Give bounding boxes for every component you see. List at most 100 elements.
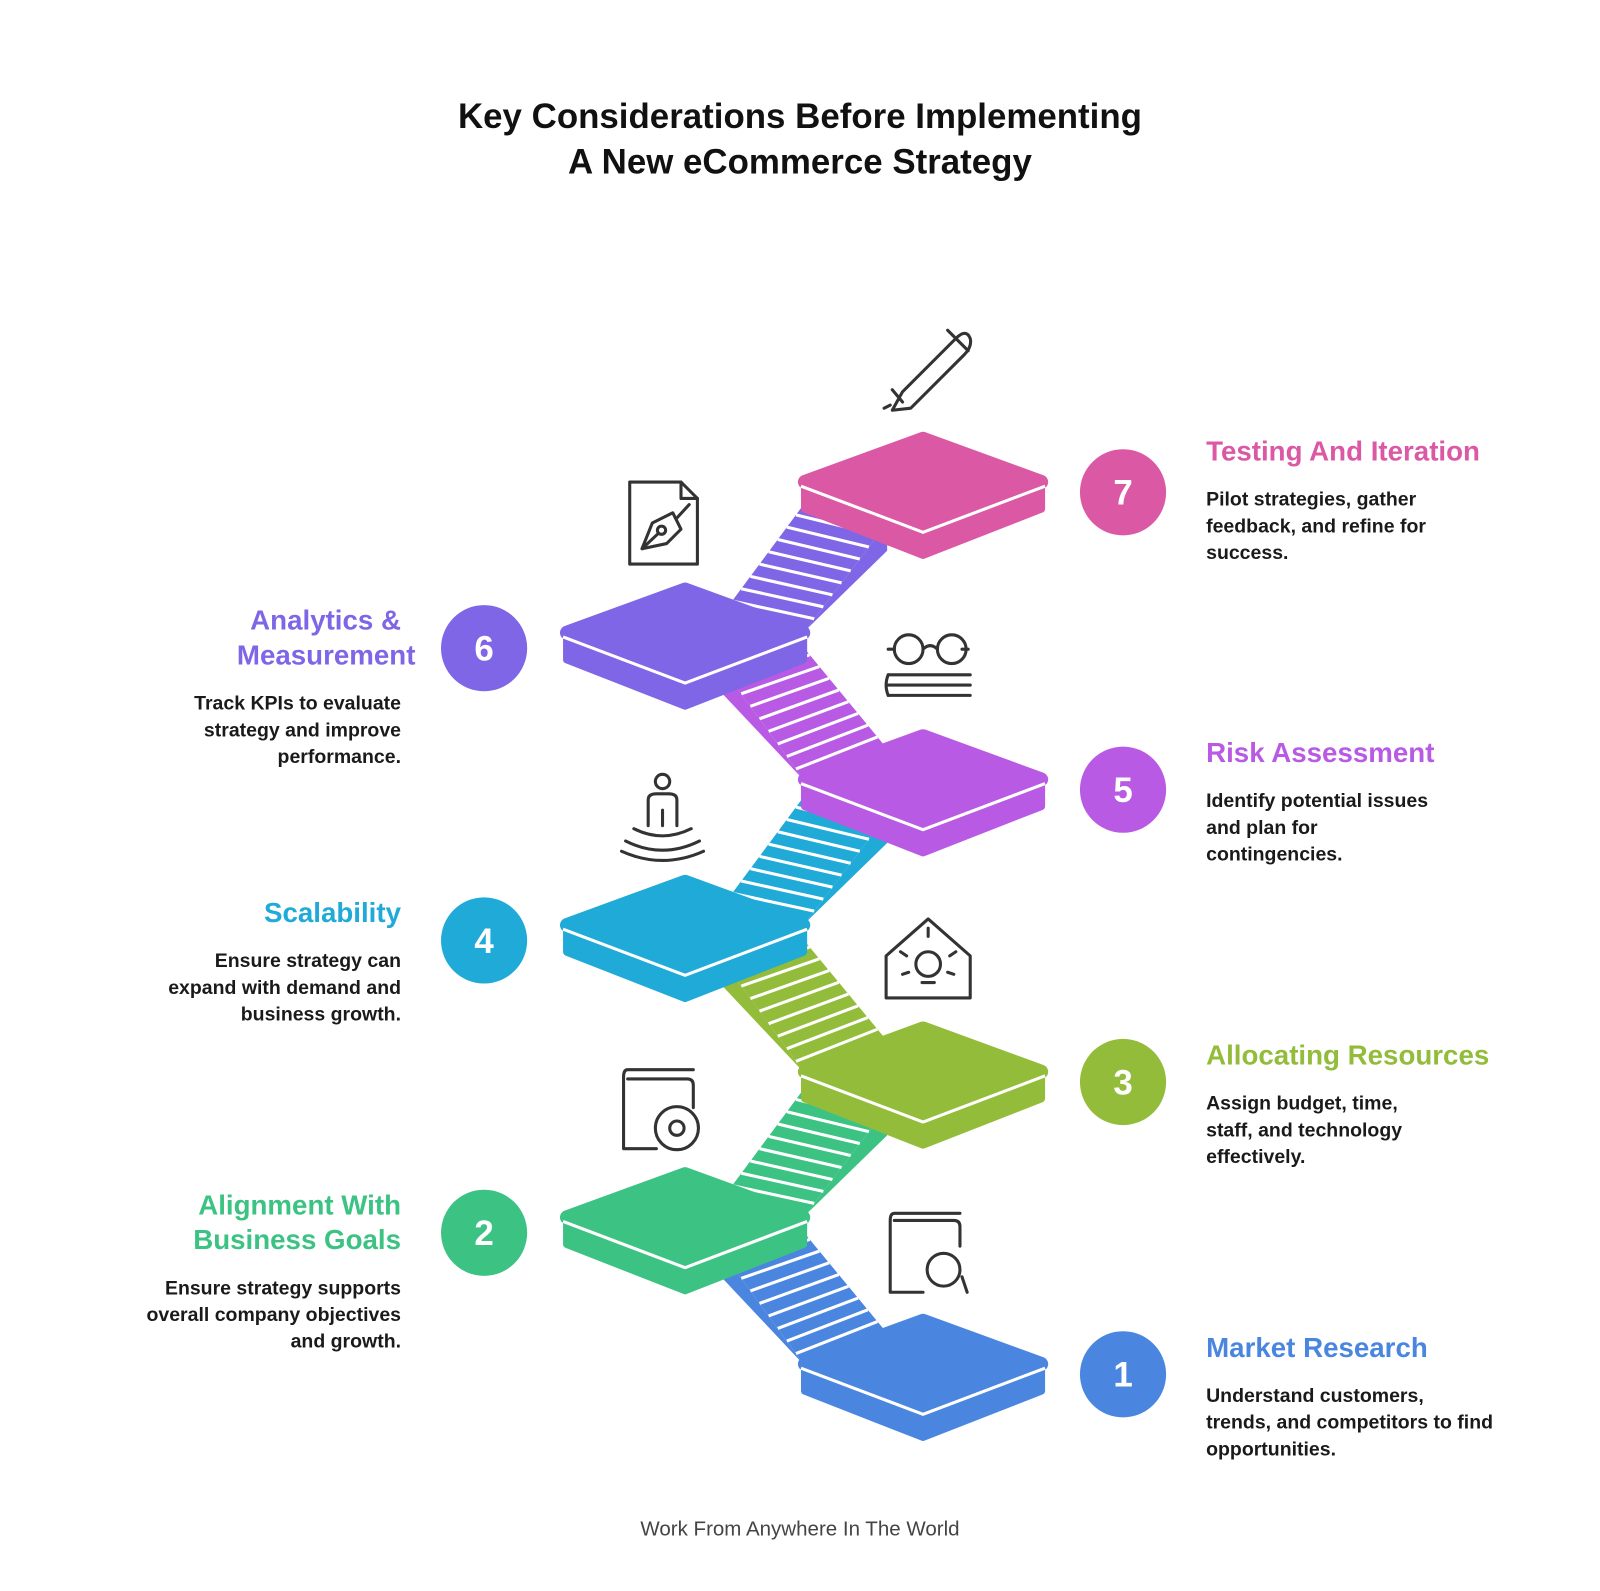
platform-top xyxy=(797,431,1049,536)
platform-top xyxy=(559,582,811,687)
platform-edge xyxy=(800,782,1046,832)
stair-4-5 xyxy=(723,794,888,924)
number-circle xyxy=(441,605,528,692)
stair-step xyxy=(768,1284,849,1318)
number-circle xyxy=(441,897,528,984)
stair-body xyxy=(723,1087,888,1216)
stair-step xyxy=(777,537,861,561)
step-number: 4 xyxy=(474,922,494,961)
platform-6 xyxy=(559,582,811,710)
document-pen-icon xyxy=(628,480,699,566)
glasses-book-icon xyxy=(884,633,972,697)
step-1-badge: 1 xyxy=(1079,1331,1167,1418)
stair-step xyxy=(759,1147,842,1169)
stair-step xyxy=(768,700,849,733)
icon-stroke xyxy=(653,1105,700,1152)
platform-2 xyxy=(559,1167,811,1295)
step-6-badge: 6 xyxy=(441,605,528,692)
step-5-block: Risk Assessment Identify potential issue… xyxy=(1206,735,1493,868)
number-circle xyxy=(1079,449,1167,536)
stair-step xyxy=(759,562,842,585)
step-number: 3 xyxy=(1113,1063,1132,1102)
stair-step xyxy=(740,879,824,901)
step-2-block: Alignment With Business Goals Ensure str… xyxy=(114,1188,401,1356)
step-description: Assign budget, time, staff, and technolo… xyxy=(1206,1093,1403,1169)
step-description: Pilot strategies, gather feedback, and r… xyxy=(1206,489,1426,565)
icon-stroke xyxy=(626,1077,695,1110)
icon-stroke xyxy=(646,792,679,828)
stair-step xyxy=(749,676,830,708)
footer-text: Work From Anywhere In The World xyxy=(640,1517,960,1541)
platform-edge xyxy=(800,1074,1046,1124)
page-title: Key Considerations Before Implementing A… xyxy=(0,94,1600,184)
stair-step xyxy=(731,599,815,621)
step-3-block: Allocating Resources Assign budget, time… xyxy=(1206,1038,1493,1171)
icon-stroke xyxy=(946,970,956,976)
step-6-block: Analytics & Measurement Track KPIs to ev… xyxy=(114,603,415,771)
stair-step xyxy=(740,957,820,988)
icon-stroke xyxy=(624,839,701,852)
step-5-badge: 5 xyxy=(1079,746,1167,833)
step-7-block: Testing And Iteration Pilot strategies, … xyxy=(1206,434,1493,567)
stair-step xyxy=(777,1296,859,1330)
book-search-icon xyxy=(888,1211,969,1294)
platform-3 xyxy=(797,1021,1049,1149)
step-title: Risk Assessment xyxy=(1206,737,1435,769)
stair-step xyxy=(750,1159,833,1181)
icon-stroke xyxy=(914,950,943,978)
icon-stroke xyxy=(960,1275,969,1294)
stair-step xyxy=(731,891,815,913)
stair-step xyxy=(786,525,870,549)
stair-step xyxy=(786,1016,869,1051)
stair-step xyxy=(749,1261,830,1293)
step-4-block: Scalability Ensure strategy can expand w… xyxy=(114,895,401,1028)
icon-stroke xyxy=(890,388,905,404)
icon-stroke xyxy=(653,772,672,791)
stair-step xyxy=(740,665,820,696)
stair-step xyxy=(750,574,833,597)
platform-top xyxy=(797,1021,1049,1126)
stair-6-7 xyxy=(723,502,888,631)
icon-stroke xyxy=(882,403,892,410)
platform-1 xyxy=(797,1313,1049,1441)
stair-step xyxy=(740,587,824,609)
icon-stroke xyxy=(892,633,925,666)
icon-stroke xyxy=(898,950,909,958)
icon-stroke xyxy=(632,827,693,838)
step-title: Market Research xyxy=(1206,1332,1428,1364)
platform-edge xyxy=(562,635,808,685)
number-circle xyxy=(1079,746,1167,833)
stair-step xyxy=(768,992,849,1026)
icon-stroke xyxy=(884,917,972,1000)
stair-step xyxy=(786,723,869,758)
step-description: Identify potential issues and plan for c… xyxy=(1206,790,1429,866)
step-3-badge: 3 xyxy=(1079,1038,1167,1126)
step-number: 1 xyxy=(1113,1356,1132,1395)
icon-stroke xyxy=(900,970,911,976)
step-title: Allocating Resources xyxy=(1206,1039,1490,1071)
platform-7 xyxy=(797,431,1049,559)
step-title: Testing And Iteration xyxy=(1206,435,1480,467)
icon-stroke xyxy=(668,1119,686,1137)
icon-stroke xyxy=(890,331,973,412)
stair-step xyxy=(758,688,840,721)
step-7-badge: 7 xyxy=(1079,449,1167,536)
stair-step xyxy=(731,1184,815,1205)
platform-edge xyxy=(562,927,808,977)
icon-stroke xyxy=(640,531,660,551)
stair-step xyxy=(749,969,830,1001)
stair-body xyxy=(723,794,888,924)
step-description: Track KPIs to evaluate strategy and impr… xyxy=(194,693,402,769)
title-line-2: A New eCommerce Strategy xyxy=(568,142,1032,182)
step-description: Understand customers, trends, and compet… xyxy=(1206,1385,1494,1461)
stair-step xyxy=(795,1320,879,1355)
step-1-block: Market Research Understand customers, tr… xyxy=(1206,1330,1493,1463)
icon-stroke xyxy=(921,644,939,651)
book-target-icon xyxy=(622,1068,700,1152)
number-circle xyxy=(1079,1331,1167,1418)
step-2-badge: 2 xyxy=(441,1189,528,1276)
stair-2-3 xyxy=(723,1087,888,1216)
stair-step xyxy=(777,830,861,853)
